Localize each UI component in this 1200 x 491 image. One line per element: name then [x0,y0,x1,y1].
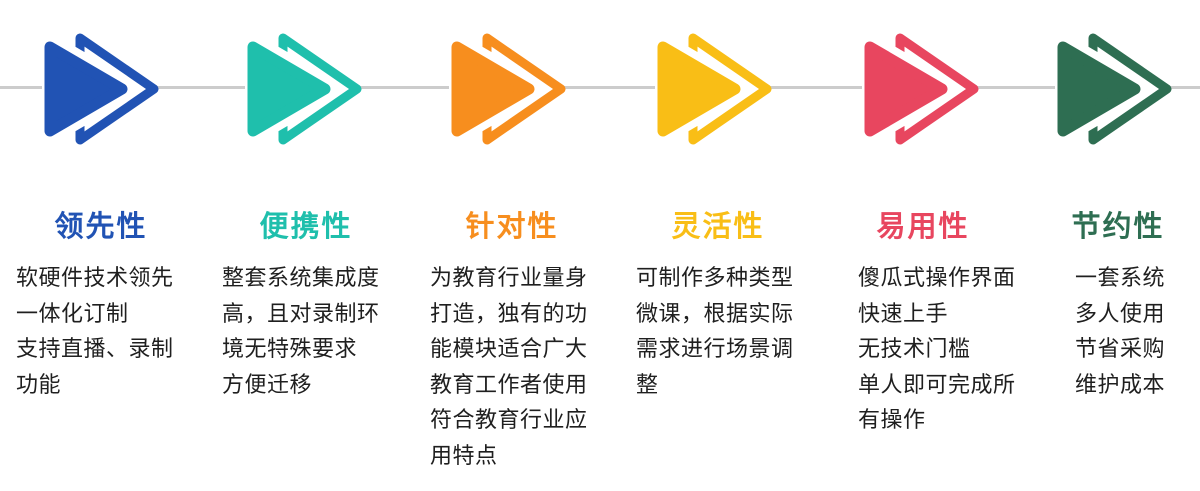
feature-column-yiyongxing: 易用性 傻瓜式操作界面 快速上手 无技术门槛 单人即可完成所 有操作 [858,0,1036,491]
double-play-arrow-icon [42,33,159,145]
divider-line [0,86,1200,89]
description-line: 维护成本 [1075,371,1166,397]
description-line: 整套系统集成度 [222,265,380,290]
description-line: 一套系统 [1075,265,1166,290]
column-description: 软硬件技术领先 一体化订制 支持直播、录制 功能 [16,260,174,402]
description-line: 多人使用 [1075,300,1166,326]
description-line: 支持直播、录制 [16,336,174,361]
description-line: 需求进行场景调 [636,336,794,361]
description-line: 一体化订制 [16,300,129,326]
description-line: 符合教育行业应 [430,407,588,432]
column-title: 针对性 [465,211,559,243]
double-play-arrow-icon [655,33,772,145]
column-title: 灵活性 [671,211,765,243]
description-line: 微课，根据实际 [636,300,794,326]
description-line: 打造，独有的功 [430,300,588,326]
description-line: 可制作多种类型 [636,265,794,290]
column-title: 领先性 [54,211,148,243]
description-line: 快速上手 [858,300,949,326]
column-title: 节约性 [1071,211,1165,243]
double-play-arrow-icon [245,33,362,145]
feature-column-bianxiexing: 便携性 整套系统集成度 高，且对录制环 境无特殊要求 方便迁移 [222,0,400,491]
column-description: 整套系统集成度 高，且对录制环 境无特殊要求 方便迁移 [222,260,380,402]
double-play-arrow-icon [1055,33,1172,145]
description-line: 软硬件技术领先 [16,265,174,290]
description-line: 整 [636,371,659,397]
column-title: 易用性 [876,211,970,243]
column-description: 为教育行业量身 打造，独有的功 能模块适合广大 教育工作者使用 符合教育行业应 … [430,260,588,473]
column-description: 一套系统 多人使用 节省采购 维护成本 [1075,260,1165,402]
feature-column-zhenduixing: 针对性 为教育行业量身 打造，独有的功 能模块适合广大 教育工作者使用 符合教育… [430,0,608,491]
description-line: 高，且对录制环 [222,300,380,326]
description-line: 傻瓜式操作界面 [858,265,1016,290]
feature-column-lingxianxing: 领先性 软硬件技术领先 一体化订制 支持直播、录制 功能 [16,0,194,491]
column-description: 可制作多种类型 微课，根据实际 需求进行场景调 整 [636,260,794,402]
description-line: 功能 [16,371,62,397]
description-line: 单人即可完成所 [858,371,1016,397]
column-description: 傻瓜式操作界面 快速上手 无技术门槛 单人即可完成所 有操作 [858,260,1016,438]
description-line: 方便迁移 [222,371,313,397]
column-title: 便携性 [259,211,353,243]
description-line: 能模块适合广大 [430,336,588,361]
description-line: 教育工作者使用 [430,371,588,397]
description-line: 为教育行业量身 [430,265,588,290]
description-line: 无技术门槛 [858,336,971,361]
double-play-arrow-icon [449,33,566,145]
description-line: 用特点 [430,442,498,468]
description-line: 境无特殊要求 [222,336,358,361]
feature-column-jieyuexing: 节约性 一套系统 多人使用 节省采购 维护成本 [1055,0,1200,491]
description-line: 有操作 [858,407,926,432]
feature-column-linghuoxing: 灵活性 可制作多种类型 微课，根据实际 需求进行场景调 整 [636,0,814,491]
description-line: 节省采购 [1075,336,1166,361]
double-play-arrow-icon [862,33,979,145]
